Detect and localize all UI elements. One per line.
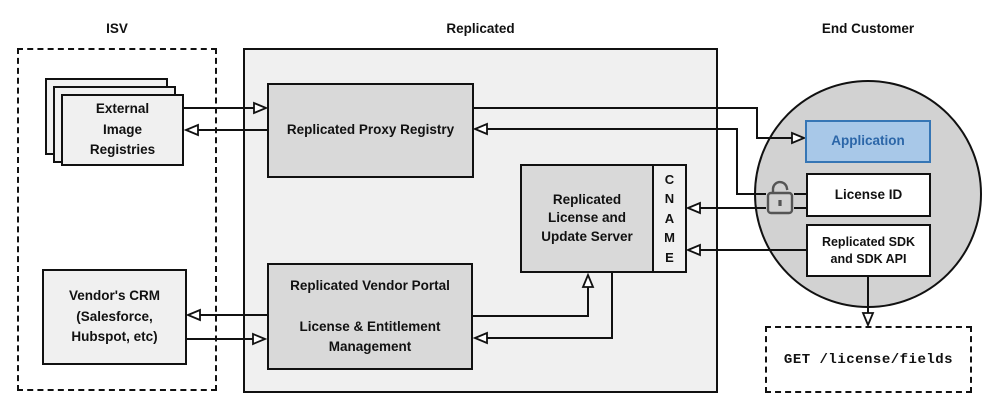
arrowhead-left-into-registries bbox=[183, 123, 199, 137]
section-title-end-customer: End Customer bbox=[821, 21, 915, 36]
arrowhead-right-into-application bbox=[791, 131, 807, 145]
arrowhead-down-into-get bbox=[861, 312, 875, 328]
external-registries-node: External Image Registries bbox=[61, 94, 184, 166]
get-license-fields-node: GET /license/fields bbox=[765, 326, 972, 393]
vendor-crm-node: Vendor's CRM (Salesforce, Hubspot, etc) bbox=[42, 269, 187, 365]
edge-proxy-to-application bbox=[473, 107, 792, 139]
section-title-replicated: Replicated bbox=[446, 21, 515, 36]
section-title-isv: ISV bbox=[106, 21, 128, 36]
license-update-server-label: Replicated License and Update Server bbox=[541, 192, 633, 244]
proxy-registry-node: Replicated Proxy Registry bbox=[267, 83, 474, 178]
open-lock-icon bbox=[766, 180, 794, 215]
license-id-node: License ID bbox=[806, 173, 931, 217]
arrowhead-left-into-crm bbox=[185, 308, 201, 322]
edge-license-server-to-portal bbox=[487, 273, 613, 339]
cname-strip: C N A M E bbox=[652, 166, 685, 271]
edge-portal-to-license-server bbox=[473, 286, 589, 317]
vendor-portal-node: Replicated Vendor Portal License & Entit… bbox=[267, 263, 473, 370]
arrowhead-left-into-proxy bbox=[472, 122, 488, 136]
arrowhead-left-into-portal bbox=[472, 331, 488, 345]
edge-lock-to-proxy bbox=[487, 128, 766, 195]
arrowhead-left-into-cname-top bbox=[685, 201, 701, 215]
arrowhead-right-into-portal bbox=[252, 332, 268, 346]
arrowhead-right-into-proxy bbox=[253, 101, 269, 115]
license-update-server-node: Replicated License and Update Server C N… bbox=[520, 164, 687, 273]
arrowhead-up-into-license-server bbox=[581, 272, 595, 288]
arrowhead-left-into-cname-bottom bbox=[685, 243, 701, 257]
replicated-sdk-node: Replicated SDK and SDK API bbox=[806, 224, 931, 277]
edge-lock-to-license-id bbox=[794, 193, 806, 209]
application-node: Application bbox=[805, 120, 931, 163]
